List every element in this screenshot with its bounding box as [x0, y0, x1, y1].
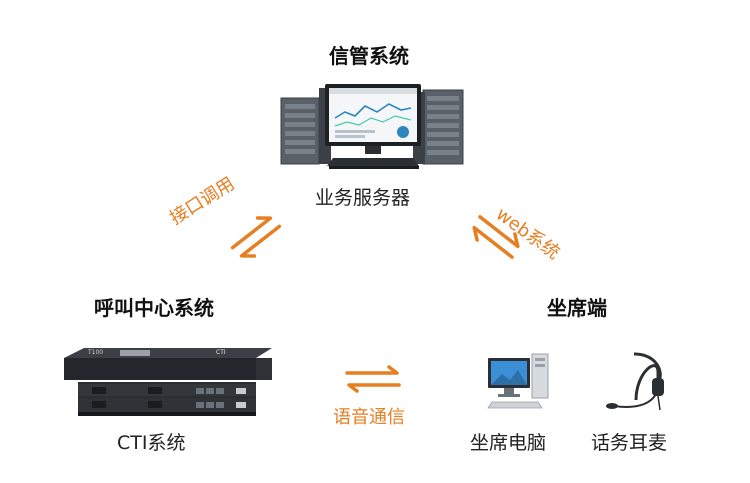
- cti-device-icon: CTI T100: [60, 344, 275, 421]
- top-caption: 业务服务器: [315, 187, 411, 209]
- headset-icon: [600, 348, 670, 412]
- left-title: 呼叫中心系统: [94, 296, 214, 320]
- link-bottom-label: 语音通信: [333, 407, 405, 428]
- cti-brand-label: CTI: [216, 349, 226, 356]
- desktop-pc-icon: [482, 348, 552, 412]
- top-title: 信管系统: [329, 44, 409, 68]
- cti-model-label: T100: [88, 349, 104, 356]
- server-icon: [273, 78, 473, 174]
- right-caption-pc: 坐席电脑: [470, 432, 547, 454]
- bidirectional-arrows-icon: [225, 215, 287, 259]
- right-title: 坐席端: [547, 296, 607, 320]
- right-caption-headset: 话务耳麦: [591, 432, 668, 454]
- left-caption: CTI系统: [117, 432, 186, 454]
- bidirectional-arrows-icon: [465, 215, 527, 259]
- bidirectional-arrows-icon: [341, 365, 405, 393]
